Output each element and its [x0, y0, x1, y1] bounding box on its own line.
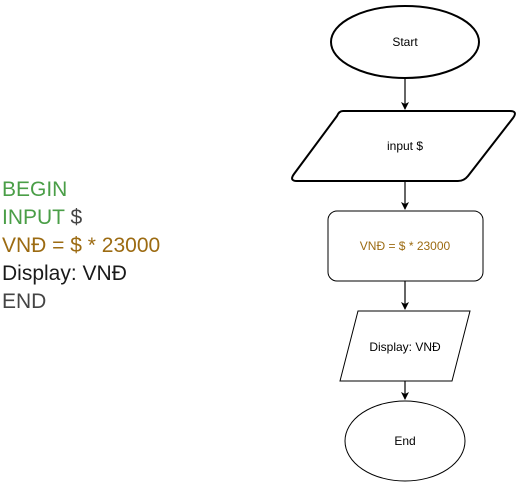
display-node[interactable]: Display: VNĐ	[339, 310, 471, 382]
pseudo-end: END	[2, 290, 47, 313]
start-node[interactable]: Start	[330, 5, 480, 79]
pseudo-begin: BEGIN	[2, 178, 68, 201]
end-node[interactable]: End	[344, 400, 466, 482]
pseudocode-block: BEGIN INPUT $ VNĐ = $ * 23000 Display: V…	[2, 176, 160, 316]
pseudo-input: INPUT $	[2, 204, 160, 232]
pseudo-display: Display: VNĐ	[2, 262, 127, 285]
input-node[interactable]: input $	[291, 110, 516, 182]
pseudo-input-var: $	[64, 206, 83, 229]
pseudo-input-keyword: INPUT	[2, 206, 65, 229]
end-label: End	[394, 434, 415, 448]
process-node[interactable]: VNĐ = $ * 23000	[327, 210, 484, 282]
start-label: Start	[392, 35, 418, 49]
display-label: Display: VNĐ	[369, 340, 441, 354]
input-label: input $	[387, 139, 423, 153]
process-label: VNĐ = $ * 23000	[360, 239, 451, 253]
pseudo-assign: VNĐ = $ * 23000	[2, 234, 161, 257]
